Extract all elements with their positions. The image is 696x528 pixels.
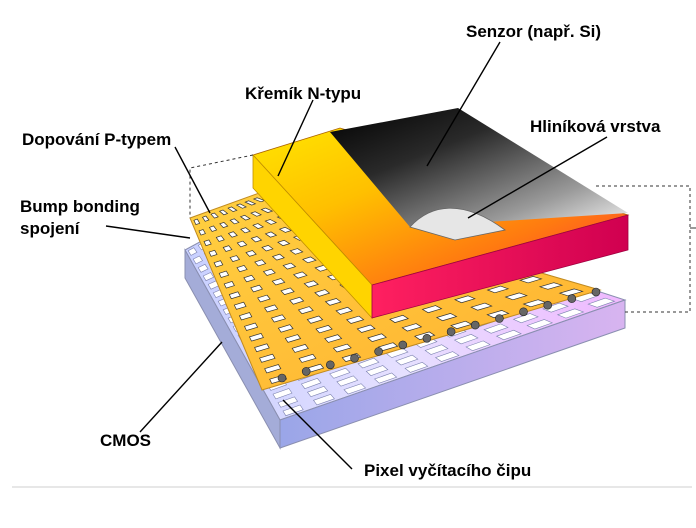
leader-p-doping [175, 147, 210, 213]
bump-bond [495, 315, 503, 323]
label-pixel: Pixel vyčítacího čipu [364, 461, 531, 480]
label-bump-spojeni: spojení [20, 219, 81, 238]
leader-bump [106, 226, 190, 238]
label-cmos: CMOS [100, 431, 151, 450]
bump-bond [447, 328, 455, 336]
bump-bond [471, 321, 479, 329]
bump-bond [399, 341, 407, 349]
bump-bond [302, 367, 310, 375]
label-sensor: Senzor (např. Si) [466, 22, 601, 41]
bump-bond [544, 301, 552, 309]
bump-bond [351, 354, 359, 362]
bump-bond [326, 361, 334, 369]
label-p-doping: Dopování P-typem [22, 130, 171, 149]
bump-bond [520, 308, 528, 316]
bump-bond [423, 334, 431, 342]
label-bump-bonding: Bump bonding [20, 197, 140, 216]
leader-cmos [140, 342, 222, 432]
bump-bond [568, 295, 576, 303]
label-aluminium: Hliníková vrstva [530, 117, 661, 136]
bump-bond [375, 348, 383, 356]
label-n-silicon: Křemík N-typu [245, 84, 361, 103]
bump-bond [592, 288, 600, 296]
bump-bond [278, 374, 286, 382]
